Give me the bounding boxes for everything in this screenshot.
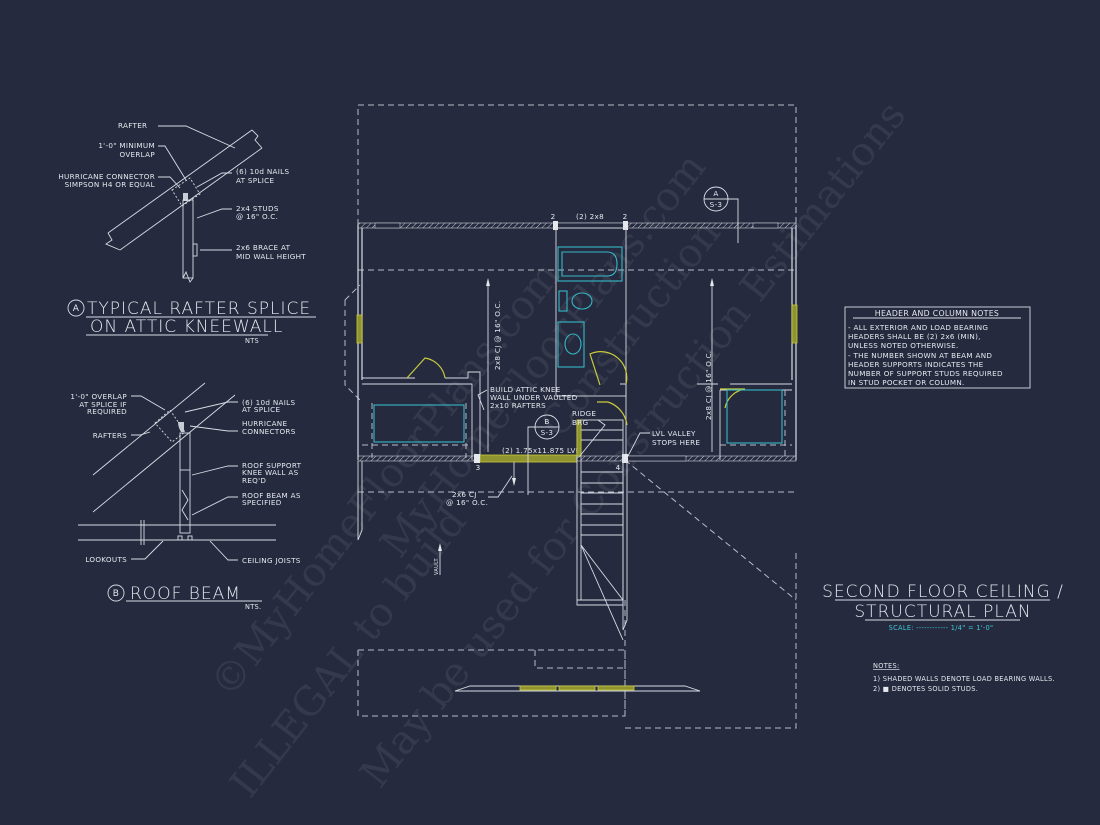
callout-nails-1: (6) 10d NAILS (242, 398, 295, 407)
solid-stud-marker (553, 221, 558, 230)
detail-b-title: ROOF BEAM (130, 584, 241, 604)
detail-b-scale: NTS. (245, 603, 261, 611)
window-right (791, 304, 798, 344)
callout-knee-wall-1: ROOF SUPPORT (242, 461, 302, 470)
ridge-note-1: RIDGE (572, 409, 596, 418)
door-swing (406, 357, 446, 379)
notes-heading: NOTES: (873, 662, 900, 670)
hurricane-connector-icon (183, 193, 188, 201)
sheet-title-line2: STRUCTURAL PLAN (854, 602, 1031, 622)
knee-note-3: 2x10 RAFTERS (490, 401, 546, 410)
solid-stud-marker (623, 221, 628, 230)
callout-brace-1: 2x6 BRACE AT (236, 243, 291, 252)
post-count-2b: 2 (623, 212, 628, 221)
header-label: (2) 2x8 (576, 212, 604, 221)
sheet-scale: SCALE: ------------ 1/4" = 1'-0" (889, 624, 994, 632)
door-swing (597, 401, 628, 426)
solid-stud-marker (474, 454, 480, 463)
joist-label-lower-1: 2x6 CJ (452, 490, 477, 499)
ridge-note-2: BRG (572, 418, 588, 427)
section-a-sheet: S-3 (710, 200, 723, 209)
post-count-3: 3 (476, 463, 481, 472)
callout-roof-beam-1: ROOF BEAM AS (242, 491, 301, 500)
notes-item-2: 2) ■ DENOTES SOLID STUDS. (873, 685, 978, 693)
header-notes-line: NUMBER OF SUPPORT STUDS REQUIRED (848, 369, 1003, 378)
callout-min-overlap-1: 1'-0" MINIMUM (98, 141, 155, 150)
watermark-4: MyHomeFloorPlans.com (372, 145, 715, 566)
sheet-title-block: SECOND FLOOR CEILING / STRUCTURAL PLAN S… (822, 582, 1064, 632)
callout-studs-2: @ 16" O.C. (236, 212, 278, 221)
window-left (356, 314, 363, 344)
callout-hurricane-1: HURRICANE (242, 419, 287, 428)
detail-a-title-1: TYPICAL RAFTER SPLICE (87, 299, 311, 319)
knee-note-1: BUILD ATTIC KNEE (490, 385, 561, 394)
detail-a-bubble: A (73, 304, 80, 314)
callout-knee-wall-2: KNEE WALL AS (242, 468, 299, 477)
callout-knee-wall-3: REQ'D (242, 476, 266, 485)
header-notes-line: - ALL EXTERIOR AND LOAD BEARING (848, 323, 988, 332)
callout-lookouts: LOOKOUTS (85, 555, 127, 564)
post-count-2a: 2 (551, 212, 556, 221)
header-column-notes: HEADER AND COLUMN NOTES - ALL EXTERIOR A… (844, 306, 1031, 389)
knee-note-2: WALL UNDER VAULTED (490, 393, 578, 402)
header-notes-line: - THE NUMBER SHOWN AT BEAM AND (848, 351, 992, 360)
closet-left (373, 404, 465, 443)
callout-ceiling-joists: CEILING JOISTS (242, 556, 301, 565)
solid-stud-marker (622, 454, 628, 463)
callout-overlap-3: REQUIRED (87, 407, 127, 416)
header-notes-line: IN STUD POCKET OR COLUMN. (848, 378, 965, 387)
general-notes: NOTES: 1) SHADED WALLS DENOTE LOAD BEARI… (873, 662, 1055, 693)
detail-a-rafter-splice: RAFTER 1'-0" MINIMUM OVERLAP HURRICANE C… (58, 121, 316, 345)
callout-brace-2: MID WALL HEIGHT (236, 252, 306, 261)
toilet-icon (571, 292, 593, 310)
detail-b-roof-beam: 1'-0" OVERLAP AT SPLICE IF REQUIRED RAFT… (70, 382, 302, 611)
detail-b-bubble-icon (107, 584, 125, 602)
header-notes-line: HEADERS SHALL BE (2) 2x6 (MIN), (848, 332, 981, 341)
callout-rafter: RAFTER (118, 121, 147, 130)
header-notes-title: HEADER AND COLUMN NOTES (875, 309, 999, 318)
callout-nails-2: AT SPLICE (236, 176, 274, 185)
vanity-icon (557, 321, 585, 368)
vault-label: VAULT (434, 558, 440, 575)
callout-hurricane-2: SIMPSON H4 OR EQUAL (65, 180, 155, 189)
closet-right (726, 389, 783, 444)
callout-studs-1: 2x4 STUDS (236, 204, 279, 213)
section-b-letter: B (544, 417, 549, 426)
callout-nails-1: (6) 10d NAILS (236, 167, 289, 176)
section-a-letter: A (713, 189, 718, 198)
sheet-title-line1: SECOND FLOOR CEILING / (822, 582, 1064, 602)
valley-note-1: LVL VALLEY (652, 429, 696, 438)
lvl-beam (479, 454, 578, 463)
detail-a-scale: NTS (245, 337, 259, 345)
callout-roof-beam-2: SPECIFIED (242, 498, 282, 507)
structural-plan: 2 2 (2) 2x8 (344, 104, 798, 729)
hurricane-connector-icon (178, 422, 184, 432)
joist-label-lower-2: @ 16" O.C. (446, 498, 488, 507)
door-swing (589, 351, 628, 386)
callout-overlap-2: AT SPLICE IF (79, 400, 127, 409)
callout-rafters: RAFTERS (93, 431, 127, 440)
detail-a-bubble-icon (67, 299, 85, 317)
joist-label-right: 2x8 CJ @ 16" O.C. (704, 351, 713, 420)
door-swing (720, 388, 746, 409)
callout-hurricane-1: HURRICANE CONNECTOR (58, 172, 155, 181)
notes-item-1: 1) SHADED WALLS DENOTE LOAD BEARING WALL… (873, 675, 1055, 683)
header-notes-line: UNLESS NOTED OTHERWISE. (848, 341, 959, 350)
callout-overlap-1: 1'-0" OVERLAP (70, 392, 127, 401)
header-notes-line: HEADER SUPPORTS INDICATES THE (848, 360, 984, 369)
callout-min-overlap-2: OVERLAP (119, 150, 155, 159)
valley-note-2: STOPS HERE (652, 438, 700, 447)
joist-label-left: 2x8 CJ @ 16" O.C. (493, 301, 502, 370)
sink-icon (564, 333, 582, 355)
detail-b-bubble: B (113, 589, 119, 599)
callout-hurricane-2: CONNECTORS (242, 427, 296, 436)
callout-nails-2: AT SPLICE (242, 405, 280, 414)
post-count-4: 4 (616, 463, 621, 472)
bathtub-icon (557, 246, 623, 282)
detail-a-title-2: ON ATTIC KNEEWALL (90, 317, 283, 337)
section-b-sheet: S-3 (541, 428, 554, 437)
beam-label: (2) 1.75x11.875 LVL (502, 446, 580, 455)
